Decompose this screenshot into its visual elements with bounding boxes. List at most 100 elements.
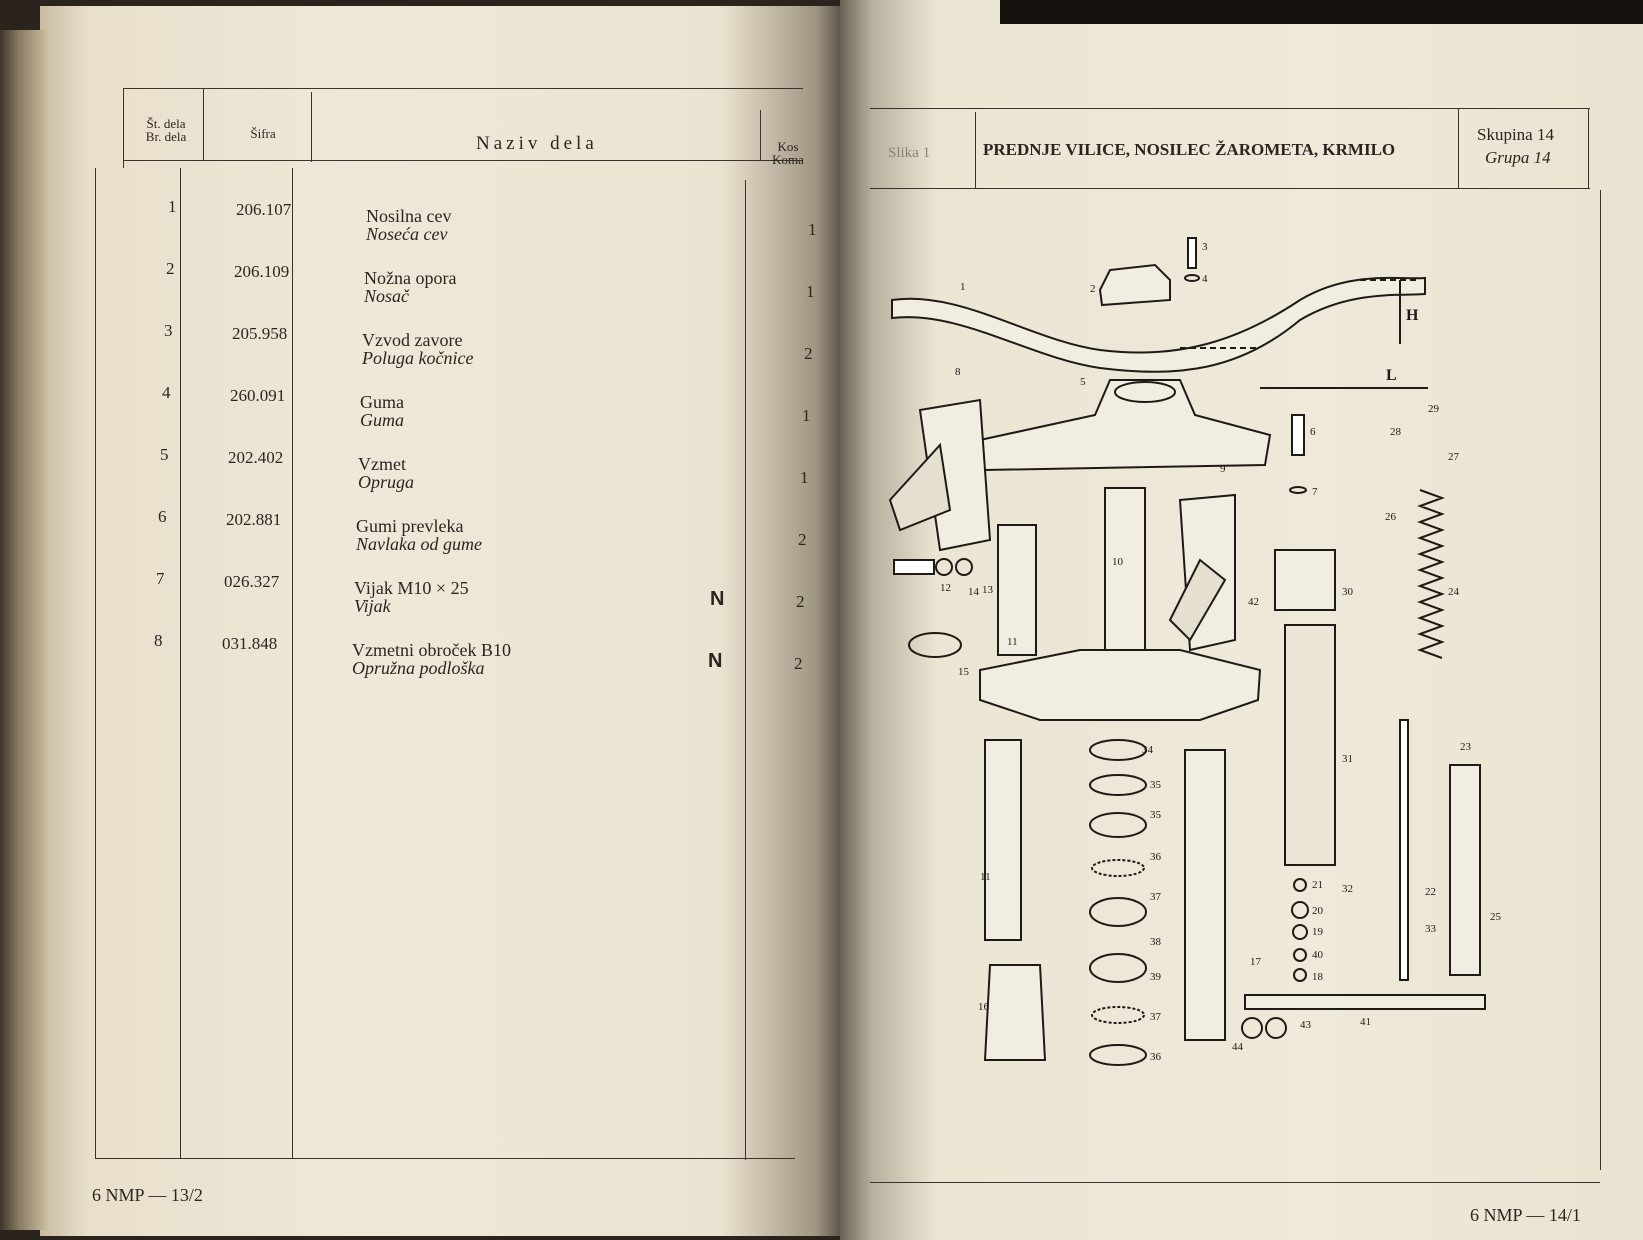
header-code: Šifra [250,126,276,141]
lower-leg-part-17 [1184,749,1226,1041]
page-edges [0,30,48,1230]
callout-33: 33 [1425,923,1437,935]
callout-39: 39 [1150,971,1162,983]
part-name-alt: Noseća cev [366,224,448,244]
callout-22: 22 [1425,886,1436,898]
callout-29: 29 [1428,403,1440,415]
part-number: 1 [168,197,177,216]
part-name-alt: Opružna podloška [352,658,485,678]
right-page [840,0,1643,1240]
part-number: 6 [158,507,167,526]
part-quantity: 2 [796,592,805,611]
exploded-parts-diagram: 1 2 3 4 5 6 7 8 9 10 11 11 12 13 14 15 1… [888,237,1502,1066]
callout-5: 5 [1080,376,1086,388]
header-quantity: Kos Koma [772,140,804,166]
page-title: PREDNJE VILICE, NOSILEC ŽAROMETA, KRMILO [983,140,1396,159]
callout-38: 38 [1150,936,1162,948]
callout-28: 28 [1390,426,1402,438]
callout-6: 6 [1310,426,1316,438]
part-name: Vzmet [358,454,406,474]
part-quantity: 2 [804,344,813,363]
fork-tube-part-31 [1284,624,1336,866]
callout-8: 8 [955,366,961,378]
handlebar-part [891,276,1426,373]
dimension-l: L [1386,367,1397,384]
part-name-alt: Guma [360,410,404,430]
part-number: 3 [164,321,173,340]
spring-collar-part [1274,549,1336,611]
fork-end-part-16 [983,964,1047,1061]
part-quantity: 2 [798,530,807,549]
part-name-alt: Poluga kočnice [362,348,474,368]
part-number: 2 [166,259,175,278]
part-name-alt: Nosač [364,286,409,306]
callout-41: 41 [1360,1016,1371,1028]
callout-18: 18 [1312,971,1324,983]
callout-43: 43 [1300,1019,1312,1031]
part-number: 5 [160,445,169,464]
part-code: 206.107 [236,200,292,219]
callout-44: 44 [1232,1041,1244,1053]
part-code: 206.109 [234,262,290,281]
callout-35a: 35 [1150,779,1162,791]
part-name: Nožna opora [364,268,457,288]
callout-36a: 36 [1150,851,1162,863]
part-name: Vijak M10 × 25 [354,578,469,598]
left-page-footer: 6 NMP — 13/2 [92,1185,203,1205]
group-label: Skupina 14 [1477,125,1554,144]
callout-42: 42 [1248,596,1259,608]
callout-24: 24 [1448,586,1460,598]
callout-37b: 37 [1150,1011,1162,1023]
callout-4: 4 [1202,273,1208,285]
part-quantity: 1 [800,468,809,487]
part-name-alt: Opruga [358,472,415,492]
part-quantity: 1 [802,406,811,425]
part-name-alt: Navlaka od gume [356,534,482,554]
part-code: 205.958 [232,324,288,343]
part-number: 8 [154,631,163,650]
callout-35b: 35 [1150,809,1162,821]
callout-7: 7 [1312,486,1318,498]
tube-part-25 [1449,764,1481,976]
callout-31: 31 [1342,753,1353,765]
part-name: Nosilna cev [366,206,452,226]
tube-part-11 [997,524,1037,656]
upper-bridge-part [978,379,1272,472]
header-part-name: Naziv dela [476,133,598,154]
right-page-footer: 6 NMP — 14/1 [1470,1205,1581,1225]
clamp-part [1098,263,1171,307]
callout-1: 1 [960,281,966,293]
callout-2: 2 [1090,283,1096,295]
callout-14: 14 [968,586,980,598]
lower-bridge-part [979,649,1262,721]
callout-20: 20 [1312,905,1324,917]
part-quantity: 1 [806,282,815,301]
part-name: Vzmetni obroček B10 [352,640,511,660]
part-name-alt: Vijak [354,596,391,616]
part-flag: N [708,650,723,672]
callout-15: 15 [958,666,970,678]
background-dark-strip [1000,0,1643,24]
callout-16: 16 [978,1001,990,1013]
part-name: Guma [360,392,404,412]
callout-23: 23 [1460,741,1472,753]
callout-25: 25 [1490,911,1502,923]
header-part-number: Št. dela Br. dela [145,116,187,144]
axle-part-41 [1244,994,1486,1010]
part-code: 202.881 [226,510,282,529]
part-flag: N [710,588,725,610]
callout-21: 21 [1312,879,1323,891]
part-quantity: 2 [794,654,803,673]
steering-stem-part [1104,487,1146,659]
part-quantity: 1 [808,220,817,239]
callout-36b: 36 [1150,1051,1162,1063]
part-number: 7 [156,569,165,588]
callout-13: 13 [982,584,994,596]
callout-32: 32 [1342,883,1353,895]
callout-10: 10 [1112,556,1124,568]
dimension-h: H [1406,307,1419,324]
part-name: Gumi prevleka [356,516,464,536]
callout-26: 26 [1385,511,1397,523]
callout-9: 9 [1220,463,1226,475]
